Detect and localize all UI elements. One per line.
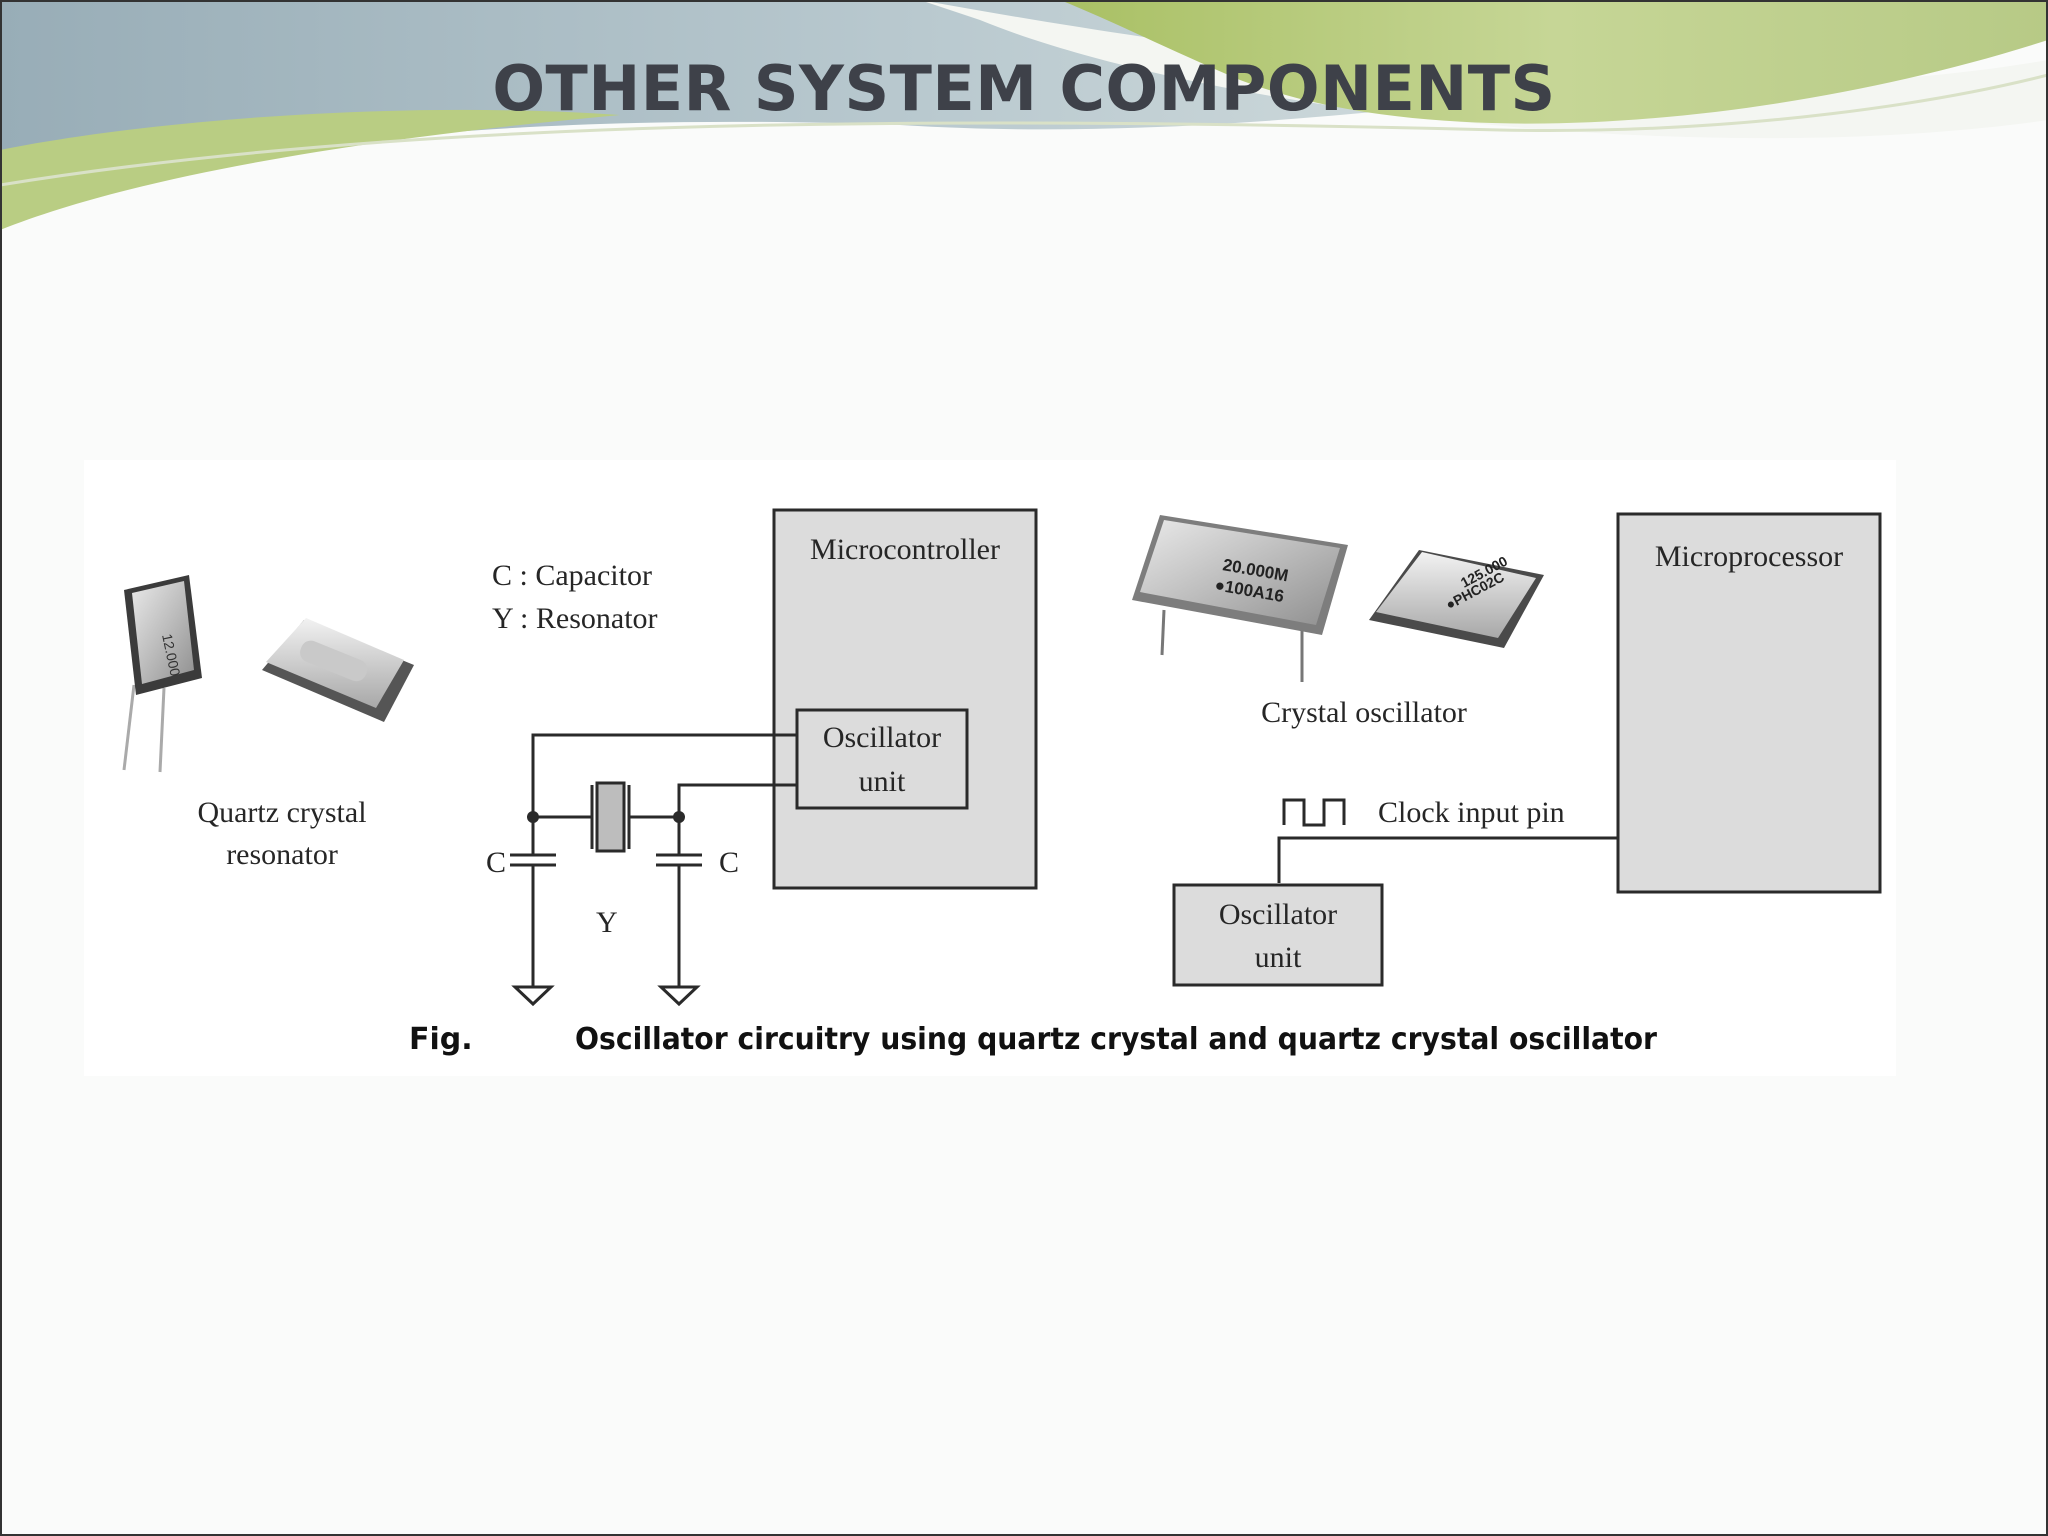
clock-connection — [1277, 798, 1618, 883]
crystal-oscillator-label: Crystal oscillator — [1261, 696, 1467, 729]
microcontroller-block — [772, 508, 1038, 890]
external-oscillator-unit — [1172, 883, 1384, 987]
clock-input-label: Clock input pin — [1378, 796, 1565, 829]
oscillator-circuit — [510, 733, 797, 1007]
smd-crystal-photo — [262, 618, 414, 722]
capacitor-right-label: C — [719, 846, 739, 879]
crystal-oscillator-photo-1: 20.000M ●100A16 — [1132, 515, 1348, 682]
microprocessor-label: Microprocessor — [1655, 540, 1843, 573]
clock-waveform-icon — [1282, 798, 1346, 827]
external-oscillator-label-line1: Oscillator — [1219, 898, 1337, 931]
quartz-label-line2: resonator — [226, 838, 338, 871]
banner-green-wave-right — [1060, 0, 2048, 124]
banner-thin-line — [0, 73, 2048, 187]
legend-resonator: Y : Resonator — [492, 602, 658, 635]
crystal-oscillator-photo-2: 125.000 ●PHC02C — [1369, 550, 1544, 648]
external-oscillator-label-line2: unit — [1255, 941, 1302, 974]
legend-capacitor: C : Capacitor — [492, 559, 652, 592]
oscillator-figure: 12.000 Quartz crystal resonator C : Capa… — [84, 460, 1896, 1076]
banner-green-wave-left — [0, 109, 620, 230]
figure-diagram: 12.000 Quartz crystal resonator C : Capa… — [122, 508, 1882, 1057]
quartz-crystal-photo: 12.000 — [122, 575, 202, 773]
microprocessor-block — [1616, 512, 1882, 894]
mcu-oscillator-unit — [795, 708, 969, 810]
mcu-oscillator-label-line1: Oscillator — [823, 721, 941, 754]
mcu-oscillator-label-line2: unit — [859, 765, 906, 798]
junction-dot-left — [527, 811, 539, 823]
quartz-label-line1: Quartz crystal — [197, 796, 366, 829]
figure-caption-prefix: Fig. — [409, 1022, 473, 1057]
microcontroller-label: Microcontroller — [810, 533, 1000, 566]
slide-title: OTHER SYSTEM COMPONENTS — [492, 52, 1556, 125]
junction-dot-right — [673, 811, 685, 823]
figure-caption-text: Oscillator circuitry using quartz crysta… — [575, 1022, 1657, 1057]
resonator-label: Y — [596, 906, 618, 939]
capacitor-left-label: C — [486, 846, 506, 879]
